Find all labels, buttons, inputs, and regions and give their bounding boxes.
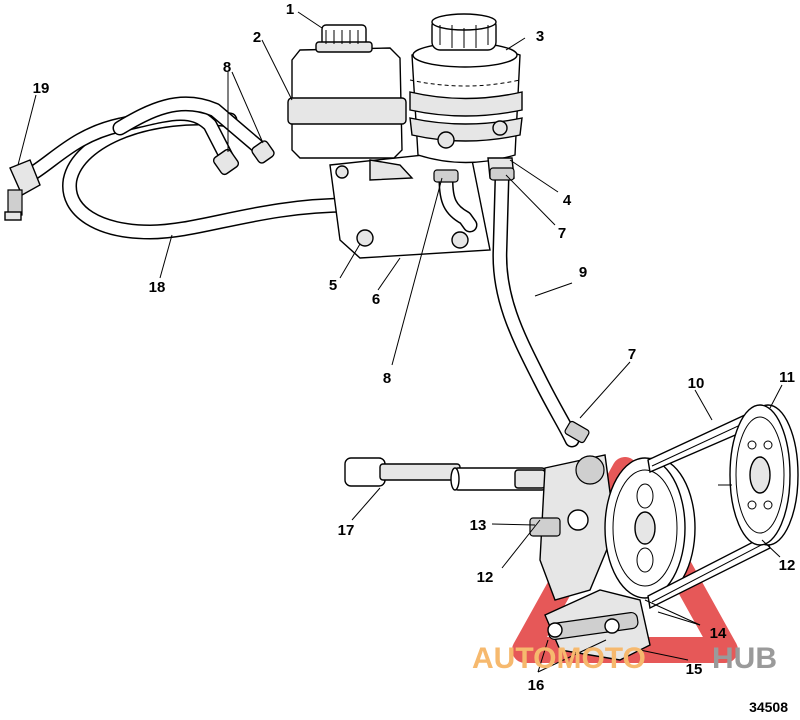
watermark-text: AUTOMOTO HUB bbox=[472, 642, 777, 675]
callout-4: 4 bbox=[563, 192, 572, 209]
hose-17 bbox=[344, 457, 546, 491]
hose-clamp-8-b bbox=[251, 140, 275, 164]
power-steering-pump bbox=[529, 454, 616, 601]
callout-11: 11 bbox=[779, 369, 795, 386]
callout-2: 2 bbox=[253, 29, 261, 46]
fitting-19 bbox=[4, 159, 41, 221]
watermark-text-hub: HUB bbox=[712, 642, 777, 675]
callout-5: 5 bbox=[329, 277, 337, 294]
callout-10: 10 bbox=[688, 375, 705, 392]
hose-clamp-7-upper bbox=[489, 167, 515, 181]
reservoir-2 bbox=[287, 24, 414, 181]
callout-19: 19 bbox=[33, 80, 50, 97]
callout-7b: 7 bbox=[628, 346, 636, 363]
callout-13: 13 bbox=[470, 517, 487, 534]
callout-3: 3 bbox=[536, 28, 544, 45]
figure-number: 34508 bbox=[749, 699, 788, 715]
callout-14: 14 bbox=[710, 625, 727, 642]
hose-clamp-7-lower bbox=[564, 420, 590, 444]
callout-18: 18 bbox=[149, 279, 166, 296]
callout-12a: 12 bbox=[477, 569, 494, 586]
watermark-text-automoto: AUTOMOTO bbox=[472, 642, 646, 675]
pump-pulley bbox=[604, 457, 696, 599]
reservoir-3 bbox=[409, 13, 523, 179]
drive-pulley-11 bbox=[718, 404, 799, 546]
hose-clamp-8-a bbox=[212, 148, 240, 176]
hose-8-upper bbox=[22, 96, 270, 183]
callout-15: 15 bbox=[686, 661, 703, 678]
hose-9 bbox=[492, 170, 580, 448]
hose-8-small bbox=[433, 169, 478, 233]
pump-bracket-lower bbox=[544, 589, 651, 661]
callout-8a: 8 bbox=[223, 59, 231, 76]
callout-8b: 8 bbox=[383, 370, 391, 387]
leader-lines bbox=[17, 11, 783, 673]
bracket-6 bbox=[329, 149, 491, 259]
callout-17: 17 bbox=[338, 522, 355, 539]
callout-12b: 12 bbox=[779, 557, 796, 574]
callout-6: 6 bbox=[372, 291, 380, 308]
callout-16: 16 bbox=[528, 677, 545, 694]
callout-9: 9 bbox=[579, 264, 587, 281]
callout-1: 1 bbox=[286, 1, 294, 18]
callout-7a: 7 bbox=[558, 225, 566, 242]
callout-numbers: 1 2 3 4 7 5 6 8 8 9 7 10 11 12 13 12 17 … bbox=[33, 1, 796, 694]
